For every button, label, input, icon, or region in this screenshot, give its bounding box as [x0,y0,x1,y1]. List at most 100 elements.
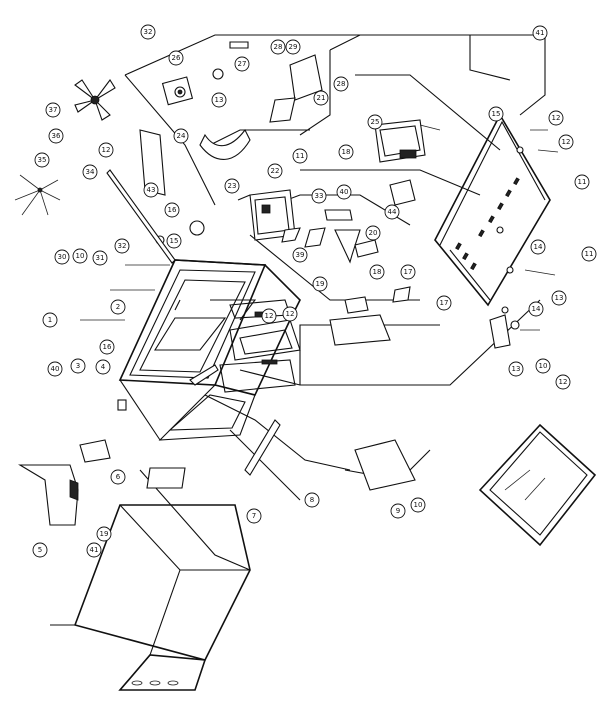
callout-18: 18 [338,144,354,160]
svg-text:13: 13 [512,365,521,373]
svg-text:10: 10 [539,362,548,370]
svg-text:3: 3 [76,362,80,370]
outer-cabinet [50,504,251,691]
svg-text:29: 29 [289,43,298,51]
callouts: 32 27 28 29 26 13 37 36 [32,24,597,558]
callout-10-right: 10 [535,358,551,374]
callout-43: 43 [143,182,159,198]
svg-text:12: 12 [286,310,295,318]
callout-2: 2 [110,299,126,315]
callout-32-mid: 32 [114,238,130,254]
svg-text:19: 19 [100,530,109,538]
callout-10-bottom: 10 [410,497,426,513]
svg-text:25: 25 [371,118,380,126]
svg-text:17: 17 [404,268,413,276]
svg-text:27: 27 [238,60,247,68]
callout-17-a: 17 [400,264,416,280]
callout-16-mid: 16 [99,339,115,355]
callout-34: 34 [82,164,98,180]
callout-20: 20 [365,225,381,241]
outline-planes [124,34,546,571]
svg-text:1: 1 [48,316,52,324]
callout-14-right-b: 14 [528,301,544,317]
svg-text:16: 16 [168,206,177,214]
svg-text:12: 12 [559,378,568,386]
callout-10-left: 10 [72,248,88,264]
svg-text:12: 12 [265,312,274,320]
svg-text:6: 6 [116,473,121,481]
svg-text:17: 17 [440,299,449,307]
svg-text:14: 14 [534,243,543,251]
fan-motor [161,76,194,106]
callout-7: 7 [246,508,262,524]
svg-text:15: 15 [492,110,501,118]
svg-text:12: 12 [102,146,111,154]
callout-21: 21 [313,90,329,106]
svg-text:10: 10 [76,252,85,260]
callout-19-mid: 19 [312,276,328,292]
svg-text:41: 41 [536,29,545,37]
callout-40-top: 40 [336,184,352,200]
svg-text:18: 18 [342,148,351,156]
svg-text:12: 12 [552,114,561,122]
svg-text:33: 33 [315,192,324,200]
svg-text:32: 32 [144,28,153,36]
callout-32-top: 32 [140,24,156,40]
callout-12-right-a: 12 [548,110,564,126]
callout-36: 36 [48,128,64,144]
svg-text:2: 2 [116,303,120,311]
callout-27: 27 [234,56,250,72]
svg-text:35: 35 [38,156,47,164]
svg-text:13: 13 [215,96,224,104]
callout-28-top: 28 [270,39,286,55]
callout-12-right-b: 12 [558,134,574,150]
svg-text:32: 32 [118,242,127,250]
svg-text:21: 21 [317,94,326,102]
svg-text:11: 11 [296,152,305,160]
label-plate [146,467,186,489]
callout-17-b: 17 [436,295,452,311]
callout-19-bottom: 19 [96,526,112,542]
svg-text:24: 24 [177,132,186,140]
svg-text:40: 40 [51,365,60,373]
callout-37: 37 [45,102,61,118]
callout-11-right-b: 11 [581,246,597,262]
callout-22: 22 [267,163,283,179]
svg-text:40: 40 [340,188,349,196]
svg-text:16: 16 [103,343,112,351]
svg-text:26: 26 [172,54,181,62]
callout-25: 25 [367,114,383,130]
svg-text:9: 9 [396,507,400,515]
callout-18-mid: 18 [369,264,385,280]
callout-30: 30 [54,249,70,265]
svg-text:11: 11 [585,250,594,258]
right-side-panel [434,113,551,307]
svg-text:10: 10 [414,501,423,509]
callout-5: 5 [32,542,48,558]
callout-6: 6 [110,469,126,485]
svg-text:22: 22 [271,167,280,175]
svg-text:12: 12 [562,138,571,146]
callout-15-right: 15 [488,106,504,122]
svg-text:39: 39 [296,251,305,259]
callout-35: 35 [34,152,50,168]
callout-16-top: 16 [164,202,180,218]
fan-blade [74,79,116,121]
callout-44: 44 [384,204,400,220]
callout-31: 31 [92,250,108,266]
svg-text:37: 37 [49,106,58,114]
svg-text:7: 7 [252,512,256,520]
vent-slots [455,177,520,271]
callout-28-mid: 28 [333,76,349,92]
callout-40-left: 40 [47,361,63,377]
duct-piece [289,54,323,101]
svg-text:11: 11 [578,178,587,186]
svg-text:23: 23 [228,182,237,190]
svg-text:20: 20 [369,229,378,237]
callout-12-tray: 12 [555,374,571,390]
callout-4: 4 [95,359,111,375]
callout-14-right-a: 14 [530,239,546,255]
callout-15-mid: 15 [166,233,182,249]
callout-8: 8 [304,492,320,508]
svg-text:14: 14 [532,305,541,313]
